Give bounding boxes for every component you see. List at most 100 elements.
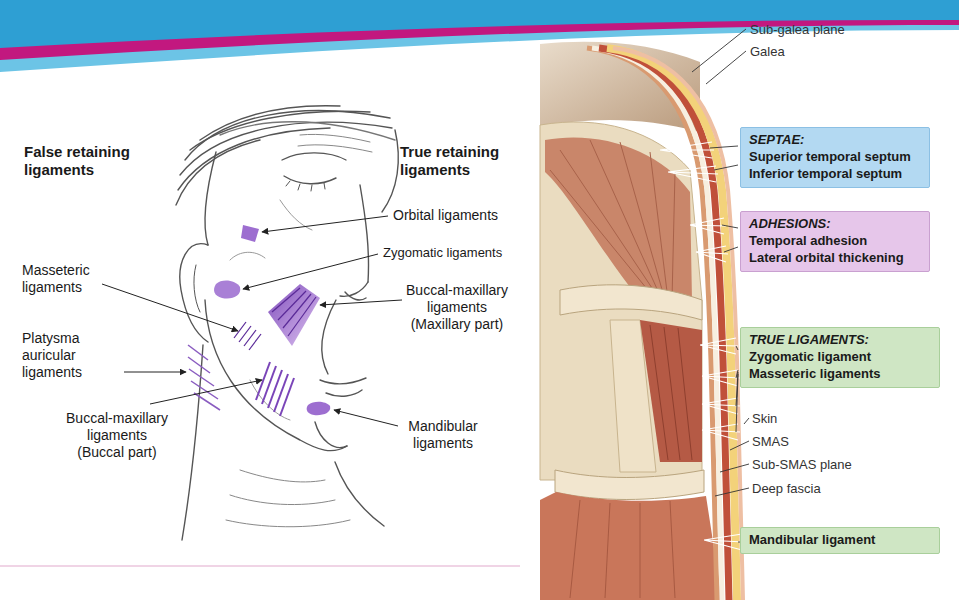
- leader-line: [692, 29, 749, 542]
- leader-line: [320, 300, 402, 305]
- group-heading: False retaining ligaments: [24, 143, 164, 179]
- leader-line: [262, 216, 388, 232]
- part-label: Sub-galea plane: [750, 22, 845, 38]
- box-item: Mandibular ligament: [749, 532, 931, 549]
- face-sketch: [205, 152, 216, 245]
- leader-line: [722, 225, 738, 228]
- anatomy-section: [672, 172, 675, 300]
- box-item: Inferior temporal septum: [749, 166, 921, 183]
- face-sketch: [360, 185, 369, 282]
- category-box: SEPTAE:Superior temporal septumInferior …: [740, 127, 930, 188]
- face-sketch: [340, 282, 368, 296]
- anatomy-section: [613, 48, 743, 600]
- anatomy-section: [640, 503, 641, 598]
- box-heading: SEPTAE:: [749, 132, 921, 149]
- anatomy-section: [570, 500, 675, 598]
- ligament-marks: [268, 284, 320, 346]
- ligament-marks: [188, 345, 220, 410]
- ligament-fibres: [704, 534, 744, 550]
- ligament-marks: [194, 393, 220, 410]
- anatomy-section: [664, 327, 680, 460]
- face-sketch: [220, 122, 395, 140]
- face-sketch: [176, 140, 260, 205]
- box-item: Temporal adhesion: [749, 233, 921, 250]
- anatomy-section: [545, 137, 692, 300]
- ligament-fibres: [696, 246, 728, 262]
- anatomy-section: [640, 320, 702, 462]
- ligament-fibres: [702, 398, 740, 414]
- ligament-fibres: [660, 142, 744, 550]
- category-box: TRUE LIGAMENTS:Zygomatic ligamentMassete…: [740, 327, 940, 388]
- header-banner: [0, 0, 959, 72]
- anatomy-section: [540, 492, 722, 600]
- ligament-marks: [214, 280, 240, 298]
- part-label: Sub-SMAS plane: [752, 457, 852, 473]
- face-sketch: [178, 128, 330, 190]
- leader-line: [102, 216, 402, 426]
- part-label: Galea: [750, 44, 785, 60]
- leader-line: [710, 146, 738, 148]
- group-heading: True retaining ligaments: [400, 143, 535, 179]
- ligament-marks: [241, 225, 259, 242]
- leader-line: [243, 254, 378, 289]
- leader-line: [334, 410, 398, 426]
- face-sketch: [300, 134, 370, 142]
- anatomy-section: [670, 501, 675, 598]
- ligament-marks: [189, 369, 214, 386]
- ligament-marks: [272, 288, 300, 312]
- face-sketch: [240, 470, 325, 482]
- face-sketch: [182, 345, 203, 540]
- part-label: Mandibular ligaments: [393, 418, 493, 452]
- leader-line: [736, 346, 738, 350]
- face-sketch: [315, 422, 347, 448]
- face-sketch: [180, 244, 208, 342]
- part-label: Skin: [752, 411, 777, 427]
- part-label: Orbital ligaments: [393, 207, 498, 224]
- header-banner: [0, 0, 959, 60]
- anatomy-section: [560, 150, 660, 300]
- face-sketch: [194, 265, 200, 312]
- face-sketch: [322, 300, 336, 374]
- ligament-marks: [262, 366, 276, 404]
- anatomy-section: [550, 170, 656, 300]
- leader-line: [724, 247, 738, 252]
- ligament-marks: [280, 378, 294, 416]
- face-sketch: [226, 520, 350, 527]
- ligament-fibres: [668, 166, 718, 182]
- ligament-fibres: [700, 338, 738, 354]
- face-sketch: [282, 153, 346, 160]
- leader-line: [150, 380, 262, 404]
- anatomy-section: [605, 503, 610, 598]
- ligament-marks: [307, 402, 331, 415]
- ligament-fibres: [690, 218, 726, 234]
- leader-line: [715, 488, 749, 496]
- leader-line: [706, 51, 746, 84]
- face-sketch: [335, 462, 384, 526]
- box-item: Lateral orbital thickening: [749, 250, 921, 267]
- box-heading: TRUE LIGAMENTS:: [749, 332, 931, 349]
- face-sketch: [286, 181, 325, 191]
- header-banner: [0, 0, 959, 48]
- ligament-marks: [188, 345, 208, 360]
- box-item: Zygomatic ligament: [749, 349, 931, 366]
- box-heading: ADHESIONS:: [749, 216, 921, 233]
- face-sketch: [345, 292, 366, 300]
- part-label: Deep fascia: [752, 481, 821, 497]
- ligament-marks: [256, 362, 294, 416]
- category-box: Mandibular ligament: [740, 527, 940, 554]
- footer-rule: [0, 566, 520, 567]
- face-sketch: [230, 495, 335, 505]
- box-item: Masseteric ligaments: [749, 366, 931, 383]
- face-sketch: [176, 106, 398, 540]
- leader-line: [730, 441, 749, 450]
- anatomy-section: [560, 285, 702, 320]
- part-label: SMAS: [752, 434, 789, 450]
- face-sketch: [284, 176, 336, 184]
- face-sketch: [382, 130, 398, 212]
- anatomy-section: [550, 140, 675, 300]
- anatomy-section: [555, 470, 704, 500]
- part-label: Platysma auricular ligaments: [22, 330, 122, 380]
- face-sketch: [320, 378, 366, 384]
- anatomy-section: [570, 500, 580, 598]
